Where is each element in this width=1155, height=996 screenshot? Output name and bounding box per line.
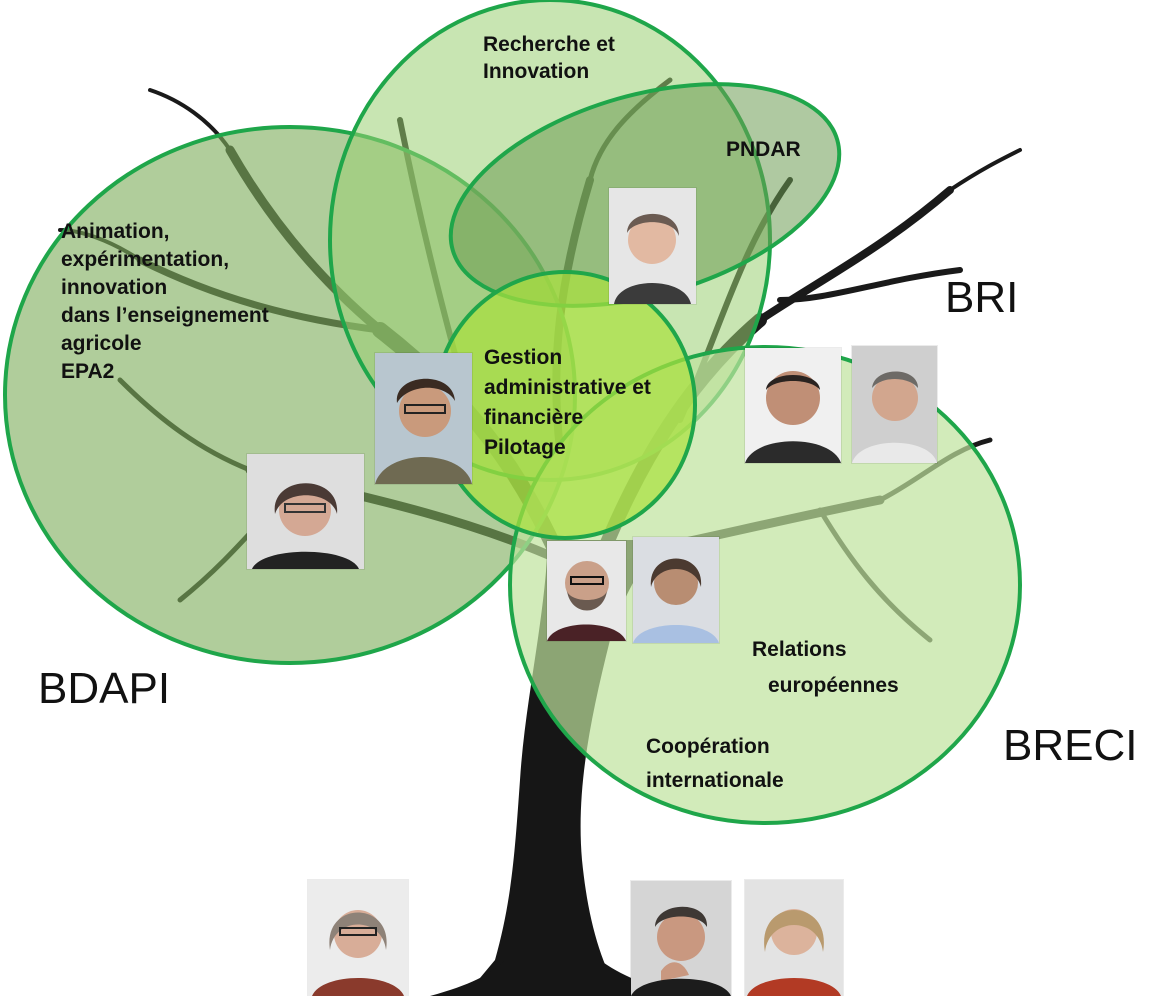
group-label-breci: BRECI [1003,721,1138,770]
group-label-bri: BRI [945,273,1019,322]
label-cooperation-line-2: internationale [646,769,784,792]
photo-breci-person-2 [633,537,719,643]
photo-bottom-person-3 [745,880,843,996]
label-recherche: Recherche et Innovation [483,31,615,85]
venn-circles [3,0,1022,825]
label-gestion: Gestion administrative et financière Pil… [484,343,651,463]
photo-bottom-person-1 [308,880,408,996]
photo-bri-person-1 [745,348,841,463]
label-relations-line-2: européennes [768,674,899,697]
label-relations: Relations européennes [752,632,899,704]
label-gestion-line-3: financière [484,406,584,429]
label-recherche-line-2: Innovation [483,60,590,83]
label-cooperation-line-1: Coopération [646,735,770,758]
label-recherche-line-1: Recherche et [483,33,615,56]
group-label-bdapi: BDAPI [38,664,171,713]
label-pndar: PNDAR [726,136,801,163]
label-animation-line-5: agricole [61,332,142,355]
label-gestion-line-4: Pilotage [484,436,566,459]
photo-breci-person-1 [547,541,626,641]
label-cooperation: Coopération internationale [646,730,784,798]
tree-roots [430,960,690,996]
label-animation-line-3: innovation [61,276,168,299]
photo-pndar-person [609,188,696,304]
photo-gestion-person [375,353,472,484]
label-gestion-line-1: Gestion [484,346,563,369]
label-animation-line-1: Animation, [61,220,170,243]
label-pndar-text: PNDAR [726,138,801,161]
photo-bdapi-person [247,454,364,569]
label-relations-line-1: Relations [752,638,847,661]
label-animation-line-4: dans l’enseignement [61,304,269,327]
photo-bri-person-2 [852,346,937,463]
label-animation-line-6: EPA2 [61,360,115,383]
label-gestion-line-2: administrative et [484,376,651,399]
label-animation: Animation, expérimentation, innovation d… [61,218,269,386]
photo-bottom-person-2 [631,881,731,996]
tree-trunk [465,540,660,996]
label-animation-line-2: expérimentation, [61,248,230,271]
